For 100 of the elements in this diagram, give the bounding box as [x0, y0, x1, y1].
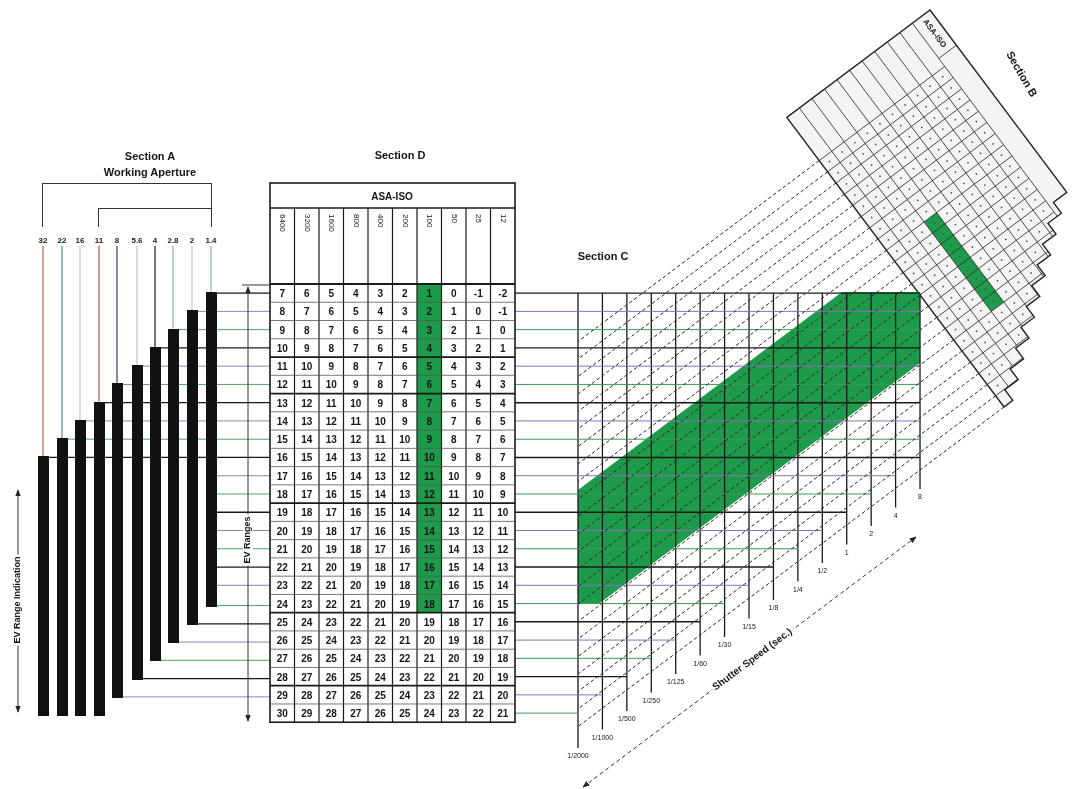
table-title: ASA-ISO	[371, 190, 413, 202]
ev-value: 21	[399, 634, 411, 646]
ev-value: 17	[472, 616, 484, 628]
ev-value: 6	[352, 324, 359, 336]
aperture-bar	[37, 456, 49, 717]
ev-value: 18	[374, 561, 386, 573]
ev-value: 4	[401, 324, 408, 336]
ev-value: 7	[279, 287, 286, 299]
ev-value: 7	[450, 415, 457, 427]
ev-value: 19	[325, 543, 337, 555]
f-number-label: 32	[32, 235, 54, 246]
ev-value: 28	[301, 689, 313, 701]
ev-value: 18	[448, 616, 460, 628]
ev-value: 24	[301, 616, 313, 628]
ev-value: 5	[450, 378, 457, 390]
ev-value: 3	[426, 324, 433, 336]
ev-value: 2	[499, 360, 506, 372]
ev-value: 18	[472, 634, 484, 646]
ev-value: 12	[497, 543, 509, 555]
ev-value: 27	[301, 671, 313, 683]
ev-value: 17	[374, 543, 386, 555]
ev-value: 23	[325, 616, 337, 628]
ev-value: 9	[328, 360, 335, 372]
leader-line	[61, 245, 63, 439]
ev-value: 8	[352, 360, 359, 372]
ev-value: 8	[450, 433, 457, 445]
ev-value: 20	[276, 525, 288, 536]
ev-value: 7	[499, 451, 506, 463]
leader-line	[116, 245, 118, 385]
ev-value: 11	[423, 470, 435, 482]
ev-value: 21	[325, 579, 337, 591]
ev-value: 21	[374, 616, 386, 628]
ev-value: 1	[450, 305, 457, 317]
ev-value: 6	[377, 342, 384, 354]
ev-value: 14	[472, 561, 484, 573]
ev-value: 22	[448, 689, 460, 701]
ev-value: 22	[276, 561, 288, 573]
aperture-bar	[93, 401, 105, 717]
ev-value: 26	[325, 671, 337, 683]
ev-value: 23	[448, 707, 460, 719]
ev-value: 22	[423, 671, 435, 683]
ev-value: 20	[350, 579, 362, 591]
ev-value: 17	[497, 634, 509, 646]
ev-value: 25	[374, 689, 386, 701]
ev-value: 19	[423, 616, 435, 628]
ev-value: 10	[448, 470, 460, 482]
ev-value: 14	[374, 488, 386, 500]
ev-value: 8	[499, 470, 506, 482]
ev-value: 14	[325, 451, 337, 463]
ev-value: 13	[399, 488, 411, 500]
column-header: 6400	[277, 214, 287, 232]
ev-value: 4	[377, 305, 384, 317]
ev-value: 10	[374, 415, 386, 427]
ev-value: 11	[325, 397, 337, 409]
ev-value: 12	[423, 488, 435, 500]
ev-value: 13	[374, 470, 386, 482]
ev-value: 7	[377, 360, 384, 372]
ev-value: 9	[475, 470, 482, 482]
ev-value: 23	[301, 598, 313, 610]
ev-value: 14	[301, 433, 313, 445]
ev-value: 26	[350, 689, 362, 701]
ev-value: 4	[475, 378, 482, 390]
aperture-bar	[131, 365, 143, 680]
ev-value: 22	[301, 579, 313, 591]
ev-value: 15	[276, 433, 288, 445]
ev-value: 22	[374, 634, 386, 646]
ev-value: 18	[423, 598, 435, 610]
ev-value: 6	[328, 305, 335, 317]
ev-value: 22	[472, 707, 484, 719]
ev-value: 6	[450, 397, 457, 409]
ev-value: 6	[475, 415, 482, 427]
section-heading: Section D	[374, 148, 426, 162]
ev-value: 15	[448, 561, 460, 573]
ev-value: 17	[325, 506, 337, 518]
ev-value: 7	[426, 397, 433, 409]
ev-value: 18	[301, 506, 313, 518]
ev-value: 13	[423, 506, 435, 518]
ev-value: 11	[301, 378, 313, 390]
ev-value: 18	[325, 525, 337, 536]
column-header: 200	[400, 214, 410, 228]
ev-value: 21	[423, 652, 435, 664]
ev-value: 29	[301, 707, 313, 719]
ev-value: 4	[426, 342, 433, 354]
ev-value: 6	[426, 378, 433, 390]
column-header: 800	[351, 214, 361, 228]
ev-value: 12	[472, 525, 484, 536]
ev-value: 16	[448, 579, 460, 591]
ev-value: 19	[350, 561, 362, 573]
ev-value: 13	[448, 525, 460, 536]
ev-value: 9	[499, 488, 506, 500]
ev-value: 14	[276, 415, 288, 427]
ev-value: 8	[328, 342, 335, 354]
ev-value: 11	[350, 415, 362, 427]
ev-value: 21	[472, 689, 484, 701]
ev-value: 13	[301, 415, 313, 427]
dimension-label: EV Range Indication	[13, 554, 23, 646]
ev-value: 7	[328, 324, 335, 336]
ev-value: 5	[499, 415, 506, 427]
ev-value: 5	[377, 324, 384, 336]
ev-value: 16	[374, 525, 386, 536]
